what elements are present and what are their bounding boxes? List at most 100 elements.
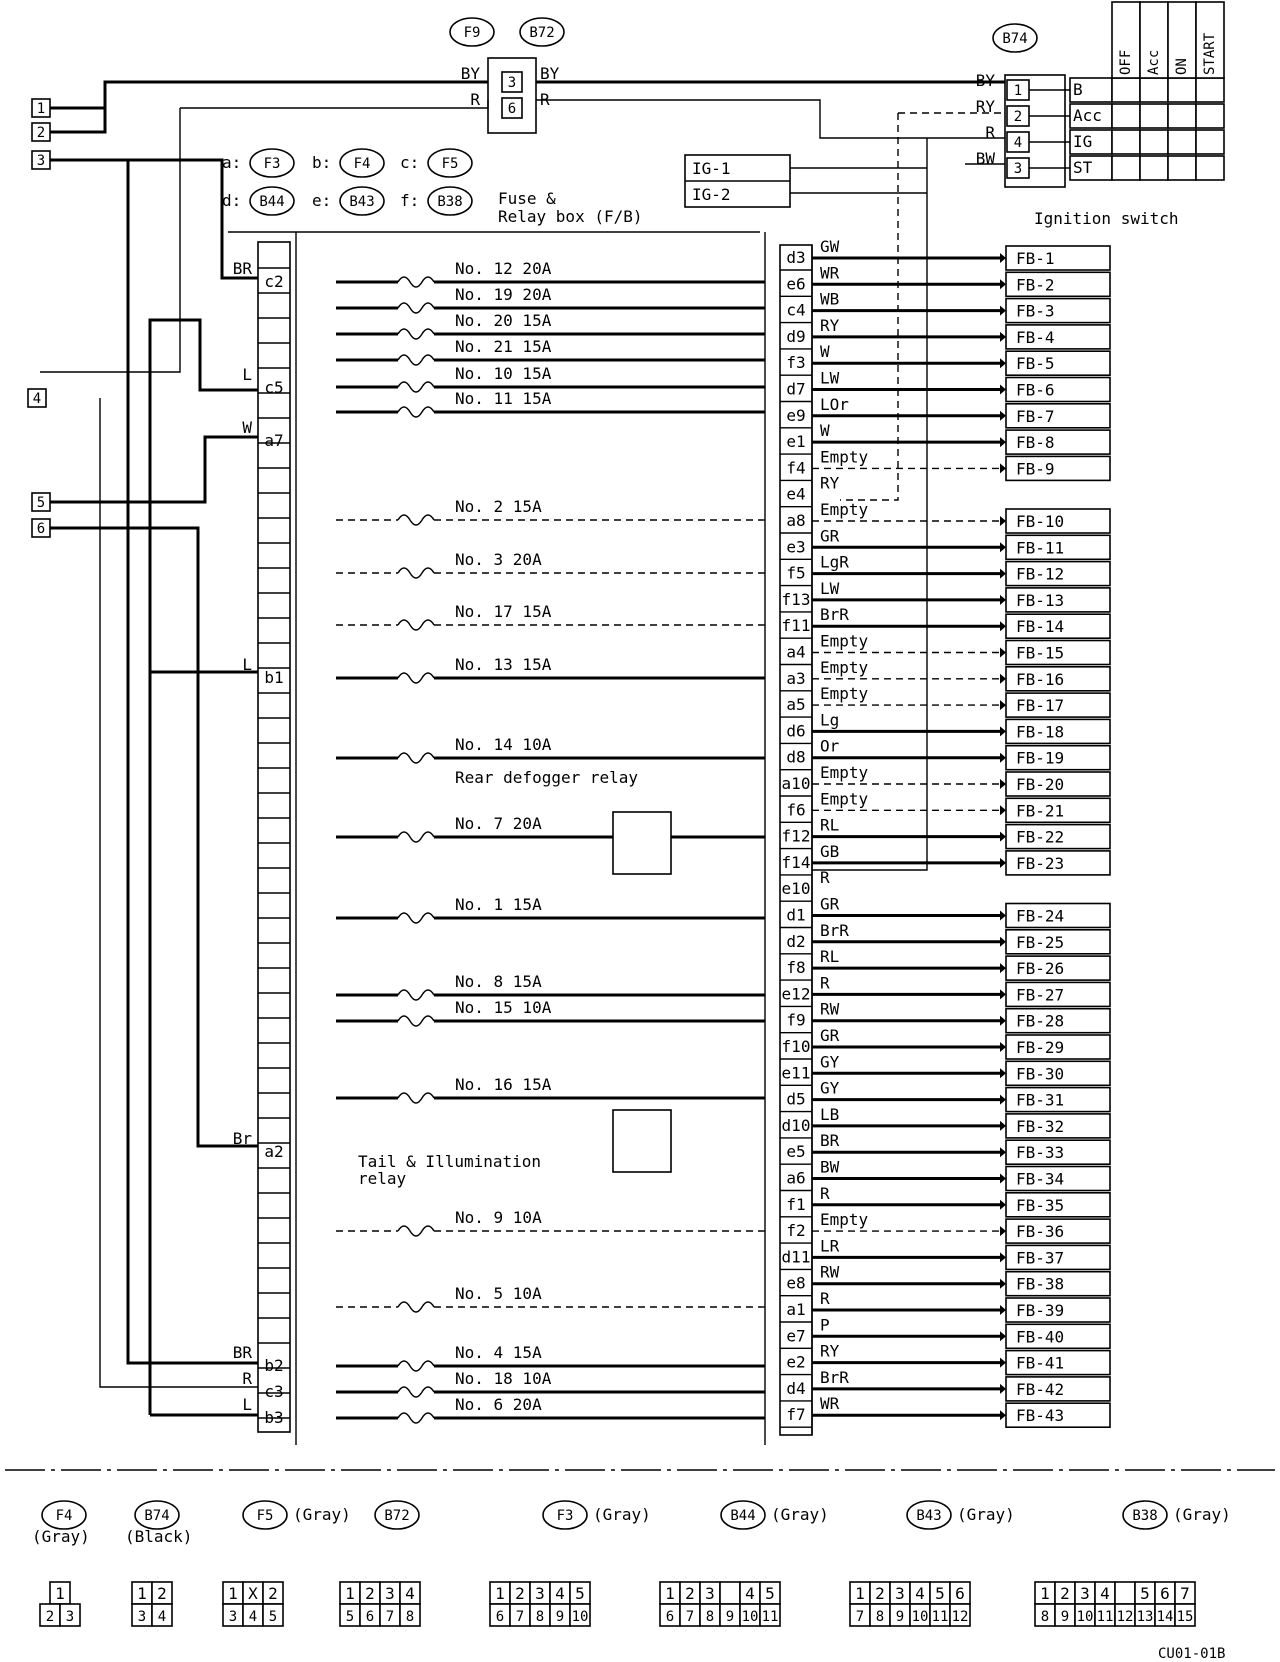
fb-label-fb-39: FB-39 xyxy=(1016,1301,1064,1320)
left-pin-c2: c2 xyxy=(264,272,283,291)
fuse-symbol-3 xyxy=(397,354,435,366)
fuse-label-10: No. 14 10A xyxy=(455,735,552,754)
pinout-1-bottom-0: 3 xyxy=(138,1609,146,1625)
ign-cell-2-0 xyxy=(1111,129,1141,155)
out-wire-d3: GW xyxy=(820,237,840,256)
out-pin-a8: a8 xyxy=(786,511,805,530)
out-wire-d9: RY xyxy=(820,316,840,335)
out-arrow-d9 xyxy=(1000,331,1006,342)
fuse-label-17: No. 5 10A xyxy=(455,1284,542,1303)
fb-box-title-line2: Relay box (F/B) xyxy=(498,207,643,226)
pinout-3-bottom-2: 7 xyxy=(386,1609,394,1625)
out-pin-d8: d8 xyxy=(786,748,805,767)
pinout-2-bottom-box-2 xyxy=(262,1603,284,1627)
pinout-7-top-5: 5 xyxy=(1140,1584,1150,1603)
out-wire-f12: RL xyxy=(820,816,839,835)
out-arrow-d8 xyxy=(1000,752,1006,763)
legend-ref-b43-label: B43 xyxy=(349,194,374,210)
fuse-symbol-15 xyxy=(397,1092,435,1104)
out-pin-f1: f1 xyxy=(786,1195,805,1214)
fuse-symbol-6 xyxy=(397,514,435,526)
pinout-3-bottom-box-3 xyxy=(399,1603,421,1627)
fuse-symbol-4 xyxy=(397,381,435,393)
pinout-6-top-4: 5 xyxy=(935,1584,945,1603)
out-pin-a5: a5 xyxy=(786,695,805,714)
fb-label-fb-27: FB-27 xyxy=(1016,985,1064,1004)
out-wire-f9: RW xyxy=(820,1000,840,1019)
fuse-symbol-0 xyxy=(397,276,435,288)
fb-box-fb-42 xyxy=(1005,1376,1111,1402)
left-pin-b2: b2 xyxy=(264,1356,283,1375)
pinout-5-bottom-box-5 xyxy=(759,1603,781,1627)
pinout-7-top-0: 1 xyxy=(1040,1584,1050,1603)
fb-box-fb-25 xyxy=(1005,928,1111,955)
legend-ref-f3-label: F3 xyxy=(264,156,281,172)
out-pin-d7: d7 xyxy=(786,380,805,399)
fb-label-fb-42: FB-42 xyxy=(1016,1380,1064,1399)
out-wire-f8: RL xyxy=(820,947,839,966)
terminal-6: 6 xyxy=(37,521,45,537)
fuse-label-9: No. 13 15A xyxy=(455,655,552,674)
rear-defogger-relay-box xyxy=(612,811,672,875)
ign-wire-1: BY xyxy=(976,71,996,90)
pinout-4-top-4: 5 xyxy=(575,1584,585,1603)
legend-color-f3: (Gray) xyxy=(593,1505,651,1524)
ref-f9-label: F9 xyxy=(464,25,481,41)
fuse-label-18: No. 4 15A xyxy=(455,1343,542,1362)
fb-box-fb-3 xyxy=(1005,297,1111,324)
ign-term-acc: Acc xyxy=(1073,106,1102,125)
legend-key-0: a: xyxy=(222,153,241,172)
fuse-label-7: No. 3 20A xyxy=(455,550,542,569)
ign-header-acc: Acc xyxy=(1146,50,1162,75)
fuse-symbol-8 xyxy=(397,619,435,631)
fuse-symbol-11 xyxy=(397,831,435,843)
ign-header-box-2 xyxy=(1167,1,1197,79)
pinout-7-bottom-box-7 xyxy=(1174,1603,1196,1627)
ign-cell-2-2 xyxy=(1167,129,1197,155)
legend-ref-f5-oval xyxy=(427,148,473,178)
out-arrow-f6 xyxy=(1000,805,1006,816)
fuse-symbol-19 xyxy=(397,1386,435,1398)
f9-right-wire-1: R xyxy=(540,90,550,109)
out-wire-d1: GR xyxy=(820,895,840,914)
out-wire-e1: W xyxy=(820,421,830,440)
pinout-3-top-0: 1 xyxy=(345,1584,355,1603)
out-arrow-e1 xyxy=(1000,437,1006,448)
fb-box-fb-11 xyxy=(1005,534,1111,561)
fb-label-fb-31: FB-31 xyxy=(1016,1091,1064,1110)
out-pin-f14: f14 xyxy=(782,853,811,872)
tail-relay-label-1: Tail & Illumination xyxy=(358,1152,541,1171)
fuse-label-11: No. 7 20A xyxy=(455,814,542,833)
fb-label-fb-18: FB-18 xyxy=(1016,722,1064,741)
terminal-box-1 xyxy=(31,98,51,118)
pinout-7-bottom-4: 12 xyxy=(1117,1609,1134,1625)
out-arrow-d11 xyxy=(1000,1252,1006,1263)
ign-pin-1: 1 xyxy=(1014,83,1022,99)
fuse-symbol-20 xyxy=(397,1412,435,1424)
legend-color-f5: (Gray) xyxy=(293,1505,351,1524)
output-pins: d3GWFB-1e6WRFB-2c4WBFB-3d9RYFB-4f3WFB-5d… xyxy=(780,237,1111,1428)
out-pin-e7: e7 xyxy=(786,1326,805,1345)
fb-box-fb-18 xyxy=(1005,718,1111,745)
pinout-7-bottom-7: 15 xyxy=(1177,1609,1194,1625)
f9-pin-3: 3 xyxy=(508,75,516,91)
out-wire-e3: GR xyxy=(820,526,840,545)
out-arrow-f9 xyxy=(1000,1015,1006,1026)
ref-b72-oval xyxy=(519,17,565,47)
out-wire-a3: Empty xyxy=(820,658,869,677)
terminal-box-3 xyxy=(31,150,51,170)
out-wire-d11: LR xyxy=(820,1236,840,1255)
pinout-4-bottom-2: 8 xyxy=(536,1609,544,1625)
pinout-5-top-5: 5 xyxy=(765,1584,775,1603)
out-pin-e8: e8 xyxy=(786,1274,805,1293)
fb-box-fb-27 xyxy=(1005,981,1111,1008)
out-pin-a10: a10 xyxy=(782,774,811,793)
out-arrow-d3 xyxy=(1000,253,1006,263)
out-wire-e11: GY xyxy=(820,1052,840,1071)
legend-ref-f4-label: F4 xyxy=(354,156,371,172)
fb-box-fb-24 xyxy=(1005,902,1111,929)
